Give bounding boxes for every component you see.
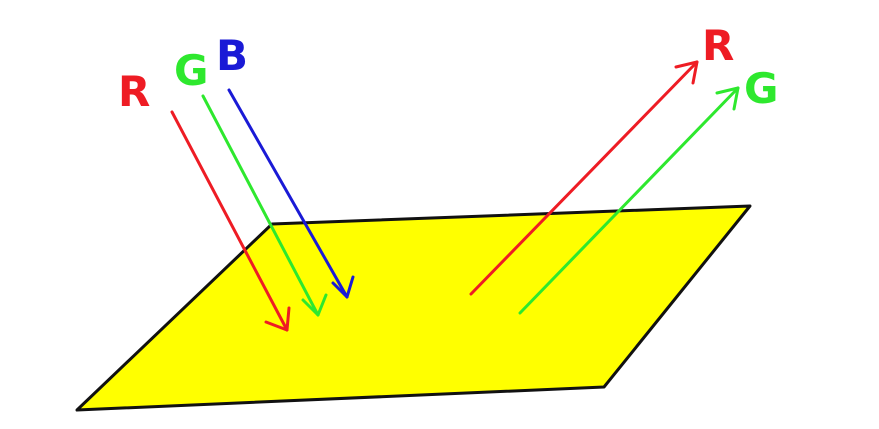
reflected-green-ray (518, 86, 740, 315)
incoming-red-ray (170, 110, 291, 332)
incoming-blue-ray (227, 88, 355, 299)
reflected-green-label: G (744, 64, 778, 113)
incoming-green-label: G (174, 46, 208, 95)
yellow-surface (75, 204, 752, 412)
reflected-red-label: R (702, 21, 734, 70)
incoming-blue-label: B (216, 31, 248, 80)
reflected-red-ray (469, 60, 699, 296)
incoming-green-ray (201, 94, 328, 317)
incoming-red-label: R (118, 67, 150, 116)
